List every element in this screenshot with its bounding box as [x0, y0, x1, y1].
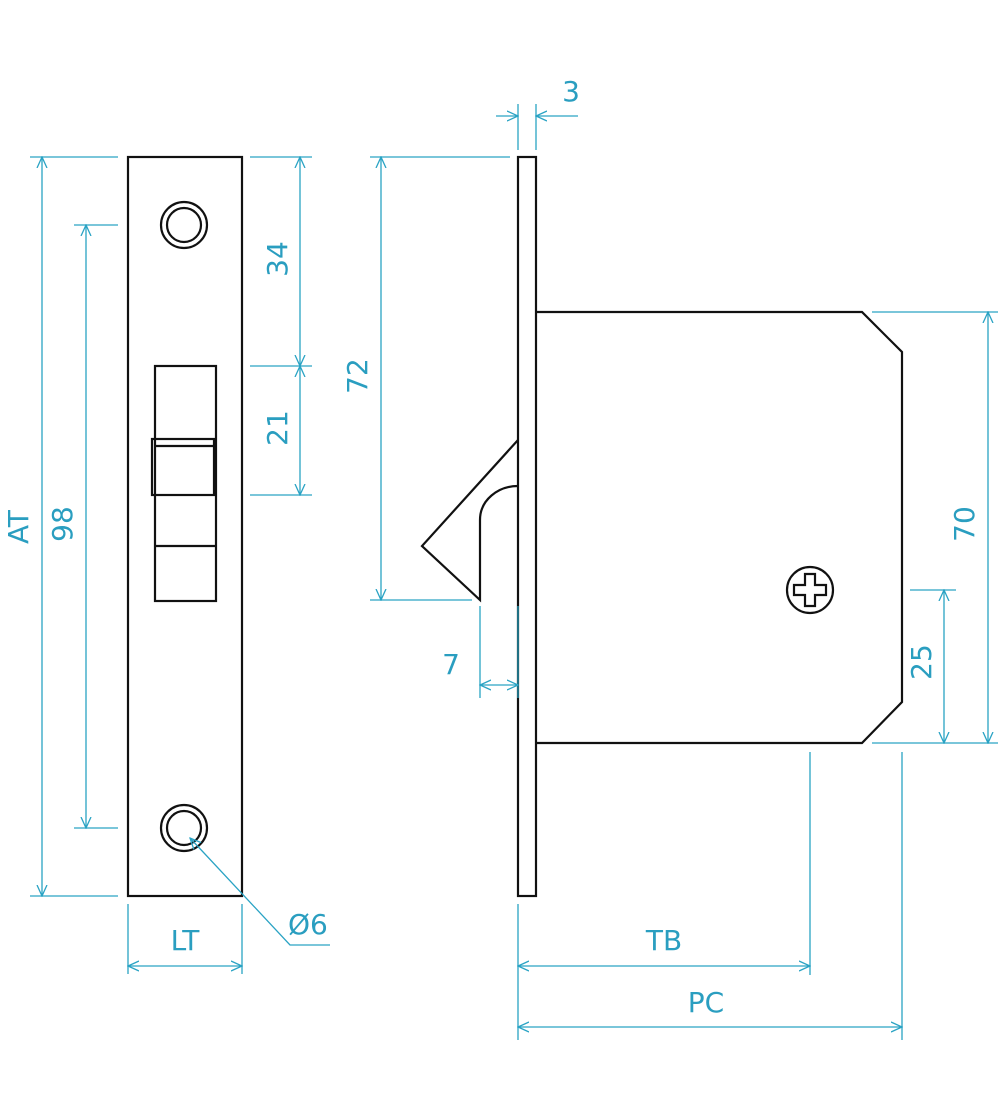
- label-lt: LT: [171, 924, 201, 957]
- dimension-21: 21: [250, 366, 312, 495]
- hook-bolt: [420, 439, 519, 603]
- dimension-98: 98: [46, 225, 118, 828]
- label-21: 21: [261, 410, 294, 446]
- dimension-at: AT: [2, 157, 118, 896]
- label-pc: PC: [688, 986, 724, 1019]
- label-34: 34: [261, 241, 294, 277]
- label-tb: TB: [645, 924, 682, 957]
- dimension-25: 25: [905, 590, 956, 743]
- label-70: 70: [948, 506, 981, 542]
- bottom-screw-hole: [159, 803, 209, 853]
- top-screw-hole: [159, 200, 209, 250]
- dimension-tb: TB: [518, 752, 810, 1040]
- faceplate-front: [126, 155, 244, 898]
- label-72: 72: [341, 358, 374, 394]
- dimension-72: 72: [341, 157, 510, 600]
- label-7: 7: [442, 648, 460, 681]
- phillips-screw-icon: [785, 565, 835, 615]
- front-view: [126, 155, 244, 898]
- label-hole-diameter: Ø6: [288, 908, 328, 941]
- dimension-34: 34: [250, 157, 312, 366]
- label-98: 98: [46, 506, 79, 542]
- latch-slot: [150, 364, 218, 603]
- dimension-70: 70: [872, 312, 998, 743]
- label-25: 25: [905, 644, 938, 680]
- label-at: AT: [2, 509, 35, 544]
- dimension-pc: PC: [518, 752, 902, 1040]
- faceplate-side: [516, 155, 538, 898]
- side-view: [420, 155, 904, 898]
- dimension-hole-diameter: Ø6: [190, 838, 330, 946]
- dimension-lt: LT: [128, 904, 242, 974]
- lock-case: [536, 310, 904, 745]
- dimension-3: 3: [496, 75, 580, 150]
- label-3: 3: [562, 75, 580, 108]
- dimension-7: 7: [442, 606, 518, 698]
